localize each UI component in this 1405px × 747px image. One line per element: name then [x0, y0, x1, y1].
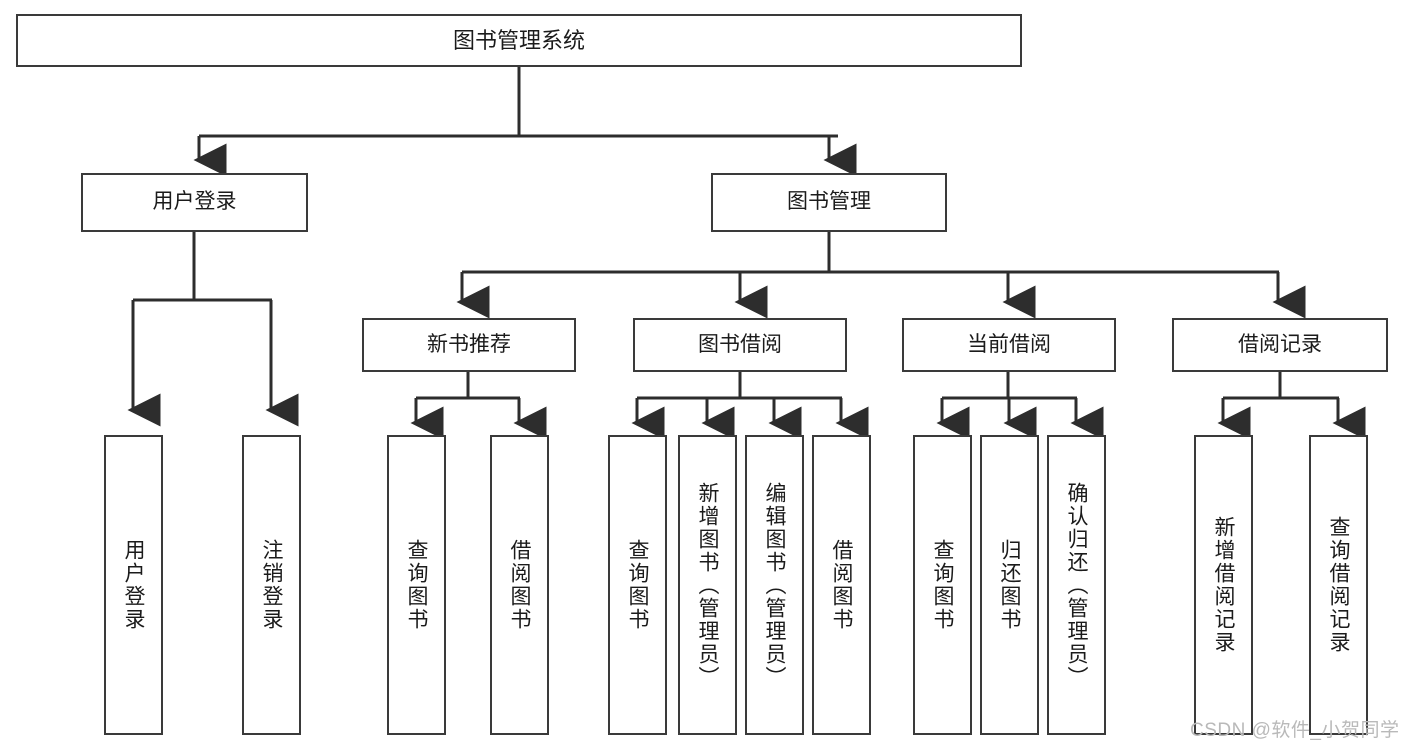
watermark-text: CSDN @软件_小贺同学	[1190, 720, 1400, 741]
node-label: 图书借阅	[698, 332, 782, 356]
node-label: 注销登录	[260, 539, 283, 631]
node-label: 图书管理	[787, 190, 871, 214]
node-leaf-edit-book[interactable]: 编辑图书（管理员）	[745, 435, 804, 735]
node-leaf-query-book-3[interactable]: 查询图书	[913, 435, 972, 735]
node-label: 查询借阅记录	[1327, 516, 1350, 654]
node-label: 新增借阅记录	[1212, 516, 1235, 654]
node-label: 查询图书	[931, 539, 954, 631]
node-book-management[interactable]: 图书管理	[711, 173, 947, 232]
node-label: 图书管理系统	[452, 27, 585, 53]
node-label: 归还图书	[998, 539, 1021, 631]
node-borrow-record[interactable]: 借阅记录	[1172, 318, 1388, 372]
node-label: 借阅图书	[508, 539, 531, 631]
node-label: 用户登录	[122, 539, 145, 631]
node-label: 查询图书	[626, 539, 649, 631]
node-label: 当前借阅	[967, 332, 1051, 356]
node-leaf-add-book[interactable]: 新增图书（管理员）	[678, 435, 737, 735]
node-label: 新书推荐	[427, 332, 511, 356]
node-leaf-logout[interactable]: 注销登录	[242, 435, 301, 735]
node-leaf-query-book-1[interactable]: 查询图书	[387, 435, 446, 735]
node-label: 查询图书	[405, 539, 428, 631]
node-label: 确认归还（管理员）	[1065, 481, 1088, 689]
node-user-login[interactable]: 用户登录	[81, 173, 308, 232]
node-leaf-confirm-return[interactable]: 确认归还（管理员）	[1047, 435, 1106, 735]
node-leaf-add-record[interactable]: 新增借阅记录	[1194, 435, 1253, 735]
node-leaf-borrow-book-2[interactable]: 借阅图书	[812, 435, 871, 735]
node-label: 借阅记录	[1238, 332, 1322, 356]
node-leaf-query-book-2[interactable]: 查询图书	[608, 435, 667, 735]
node-leaf-query-record[interactable]: 查询借阅记录	[1309, 435, 1368, 735]
node-new-book-recommend[interactable]: 新书推荐	[362, 318, 576, 372]
node-label: 用户登录	[152, 190, 237, 214]
node-label: 编辑图书（管理员）	[763, 481, 786, 689]
node-book-borrow[interactable]: 图书借阅	[633, 318, 847, 372]
node-label: 借阅图书	[830, 539, 853, 631]
node-leaf-borrow-book-1[interactable]: 借阅图书	[490, 435, 549, 735]
node-root-system[interactable]: 图书管理系统	[16, 14, 1022, 67]
node-label: 新增图书（管理员）	[696, 481, 719, 689]
node-current-borrow[interactable]: 当前借阅	[902, 318, 1116, 372]
node-leaf-return-book[interactable]: 归还图书	[980, 435, 1039, 735]
node-leaf-user-login[interactable]: 用户登录	[104, 435, 163, 735]
